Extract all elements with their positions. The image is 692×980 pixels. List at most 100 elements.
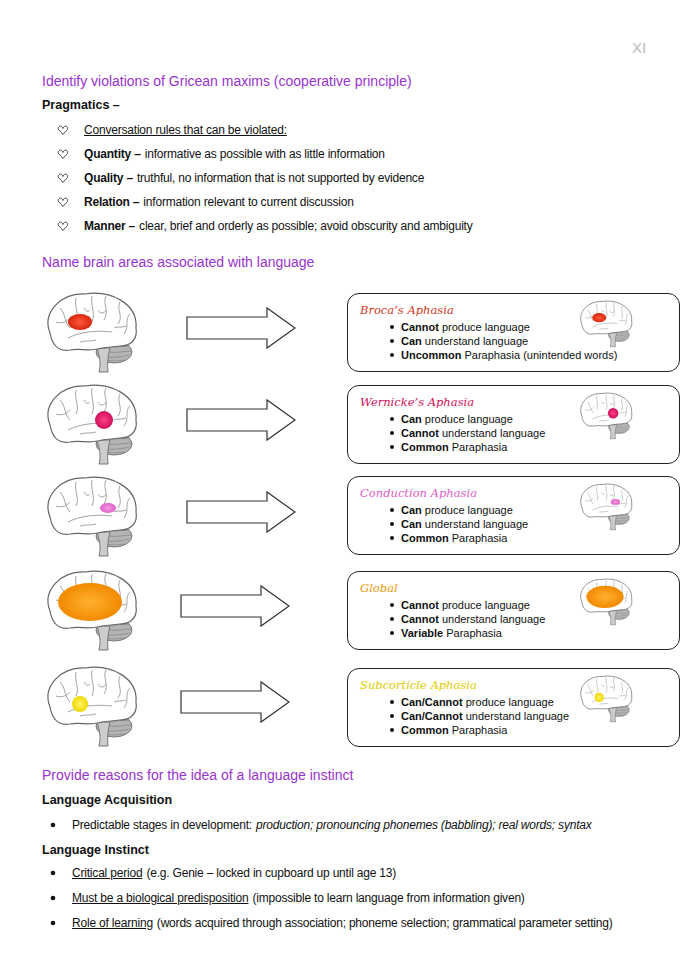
page-number: XI: [632, 40, 646, 56]
ability-word: Cannot: [401, 321, 439, 333]
ability-text: understand language: [425, 335, 528, 347]
ability-text: produce language: [442, 321, 530, 333]
brain-thumbnail: [581, 579, 632, 625]
ability-word: Cannot: [401, 613, 439, 625]
ability-word: Uncommon: [401, 349, 462, 361]
bullet-line: Cannotunderstand language: [348, 612, 679, 626]
brain-figure: [48, 571, 136, 650]
bullet-marker: [58, 222, 67, 230]
definition: clear, brief and orderly as possible; av…: [139, 218, 472, 234]
bullet-text: (impossible to learn language from infor…: [252, 890, 524, 906]
bullet-text: Predictable stages in development:: [72, 817, 252, 833]
aphasia-box: Conduction AphasiaCanproduce languageCan…: [347, 476, 680, 555]
ability-text: produce language: [442, 599, 530, 611]
bullet-line: UncommonParaphasia (unintended words): [348, 348, 679, 362]
ability-word: Can/Cannot: [401, 710, 463, 722]
ability-word: Can: [401, 413, 422, 425]
definition: informative as possible with as little i…: [145, 146, 385, 162]
term: Quality –: [84, 170, 133, 186]
bullet-dot: [390, 325, 394, 329]
bullet-line: Canunderstand language: [348, 334, 679, 348]
bullet-dot: [51, 871, 56, 876]
ability-text: understand language: [442, 427, 545, 439]
bullet-dot: [390, 714, 394, 718]
brain-figure: [48, 385, 136, 464]
bullet-line: Can/Cannotproduce language: [348, 695, 679, 709]
brain-figure: [48, 477, 136, 556]
block-arrow: [187, 400, 295, 440]
ability-text: understand language: [425, 518, 528, 530]
bullet-line: Cannotunderstand language: [348, 426, 679, 440]
bullet-dot: [390, 353, 394, 357]
bullet-line: Canproduce language: [348, 412, 679, 426]
term: Quantity –: [84, 146, 141, 162]
bullet-marker: [58, 174, 67, 182]
brain-thumbnail: [581, 301, 632, 347]
ability-text: produce language: [466, 696, 554, 708]
bullet-text: production; pronouncing phonemes (babbli…: [256, 817, 592, 833]
bullet-text: (e.g. Genie – locked in cupboard up unti…: [146, 865, 396, 881]
bullet-dot: [51, 896, 56, 901]
aphasia-box: Subcorticle AphasiaCan/Cannotproduce lan…: [347, 668, 680, 747]
brain-thumbnail: [581, 676, 632, 722]
bullet-dot: [51, 921, 56, 926]
ability-word: Common: [401, 532, 449, 544]
ability-word: Cannot: [401, 599, 439, 611]
ability-word: Can: [401, 518, 422, 530]
ability-text: Paraphasia: [452, 724, 508, 736]
ability-word: Common: [401, 724, 449, 736]
ability-text: Paraphasia: [452, 441, 508, 453]
box-heading: Global: [360, 581, 679, 596]
bullet-line: Canunderstand language: [348, 517, 679, 531]
ability-text: produce language: [425, 504, 513, 516]
ability-word: Common: [401, 441, 449, 453]
block-arrow: [181, 682, 289, 722]
ability-word: Variable: [401, 627, 443, 639]
brain-figure: [48, 293, 136, 372]
ability-word: Can/Cannot: [401, 696, 463, 708]
bullet-term: Critical period: [72, 865, 142, 881]
block-arrow: [181, 586, 289, 626]
aphasia-box: Wernicke’s AphasiaCanproduce languageCan…: [347, 385, 680, 464]
bullet-term: Must be a biological predisposition: [72, 890, 248, 906]
bullet-dot: [390, 417, 394, 421]
ability-word: Can: [401, 504, 422, 516]
aphasia-box: GlobalCannotproduce languageCannotunders…: [347, 571, 680, 650]
bullet-dot: [390, 536, 394, 540]
bullet-line: Canproduce language: [348, 503, 679, 517]
bullet-dot: [390, 445, 394, 449]
bullet-line: Cannotproduce language: [348, 598, 679, 612]
bullet-dot: [390, 728, 394, 732]
brain-thumbnail: [581, 393, 632, 439]
term: Relation –: [84, 194, 139, 210]
block-arrow: [187, 492, 295, 532]
bullet-dot: [390, 700, 394, 704]
bullet-marker: [58, 126, 67, 134]
bullet-marker: [58, 150, 67, 158]
ability-word: Cannot: [401, 427, 439, 439]
bullet-line: Can/Cannotunderstand language: [348, 709, 679, 723]
brain-thumbnail: [581, 484, 632, 530]
section-heading: Identify violations of Gricean maxims (c…: [42, 73, 412, 89]
ability-text: Paraphasia: [446, 627, 502, 639]
bullet-dot: [390, 603, 394, 607]
bullet-line: CommonParaphasia: [348, 531, 679, 545]
ability-word: Can: [401, 335, 422, 347]
block-arrow: [187, 308, 295, 348]
bullet-dot: [51, 823, 56, 828]
subheading: Language Acquisition: [42, 792, 172, 808]
bullet-dot: [390, 522, 394, 526]
box-heading: Wernicke’s Aphasia: [360, 395, 679, 410]
bullet-text: (words acquired through association; pho…: [157, 915, 613, 931]
ability-text: Paraphasia (unintended words): [465, 349, 618, 361]
bullet-line: Cannotproduce language: [348, 320, 679, 334]
definition: information relevant to current discussi…: [143, 194, 353, 210]
bullet-line: VariableParaphasia: [348, 626, 679, 640]
ability-text: understand language: [466, 710, 569, 722]
brain-figure: [48, 667, 136, 746]
subheading: Language Instinct: [42, 842, 149, 858]
ability-text: produce language: [425, 413, 513, 425]
bullet-term: Role of learning: [72, 915, 153, 931]
section-heading: Provide reasons for the idea of a langua…: [42, 767, 353, 783]
